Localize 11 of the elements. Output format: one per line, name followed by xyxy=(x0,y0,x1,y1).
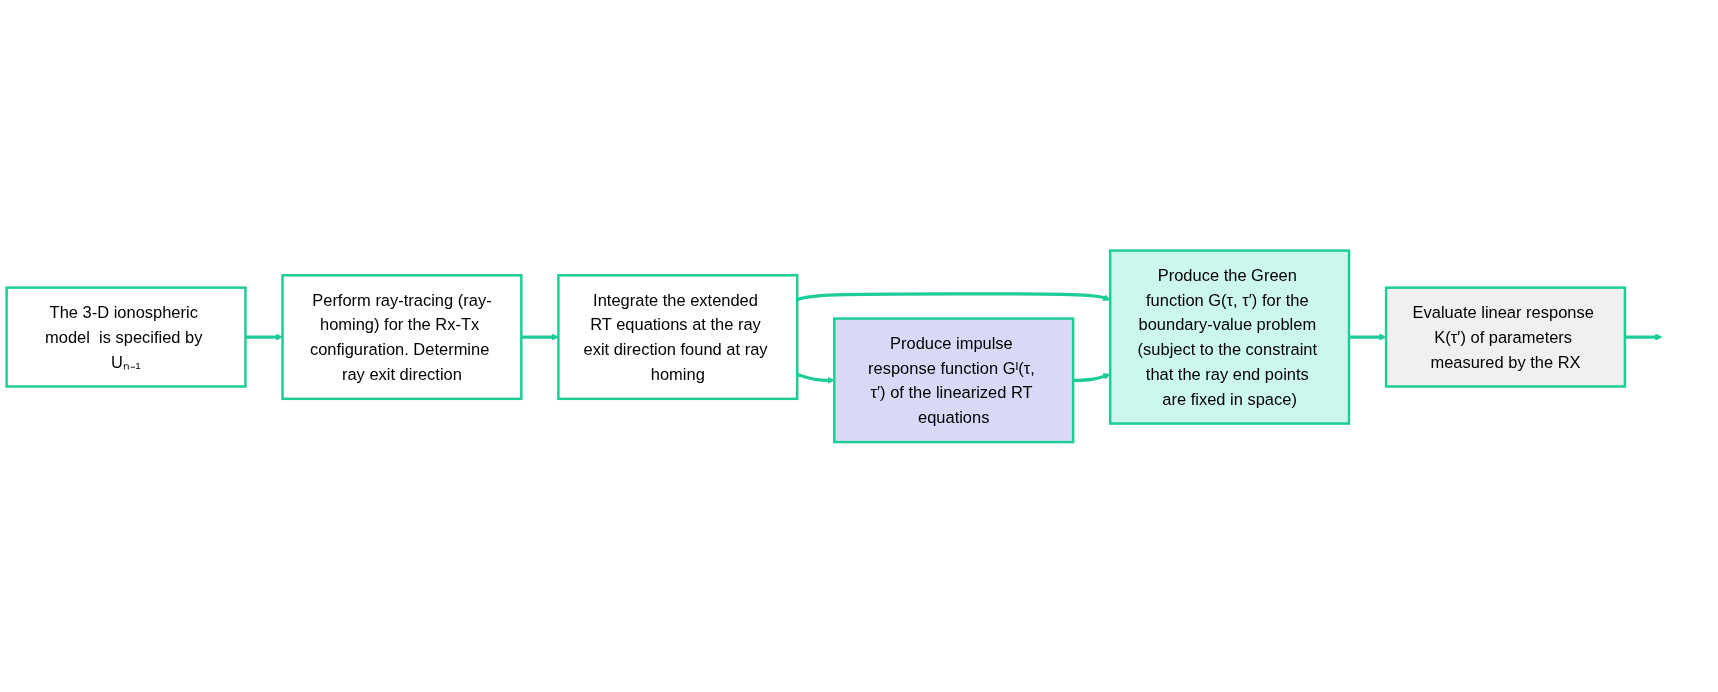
arrow xyxy=(1073,372,1111,382)
arrow xyxy=(521,333,559,341)
arrow xyxy=(1624,333,1663,341)
node-box: Produce the Green function G(τ, τ′) for the boundary-value problem (subject to the constraint that the ray end points are fixed in space) xyxy=(1108,249,1351,425)
node-box: Evaluate linear response K(τ′) of parameters measured by the RX xyxy=(1384,286,1627,388)
node-box: Perform ray-tracing (ray-homing) for the Rx-Tx configuration. Determine ray exit direction xyxy=(281,273,523,400)
node-box: Integrate the extended RT equations at the ray exit direction found at ray homing xyxy=(557,273,799,400)
node-box: The 3-D ionospheric model is specified by Uₙ₋₁ xyxy=(5,286,247,388)
node-box: Produce impulse response function Gᴵ(τ, τ′) of the linearized RT equations xyxy=(833,316,1075,443)
arrow xyxy=(1349,333,1387,341)
arrow xyxy=(245,333,283,341)
